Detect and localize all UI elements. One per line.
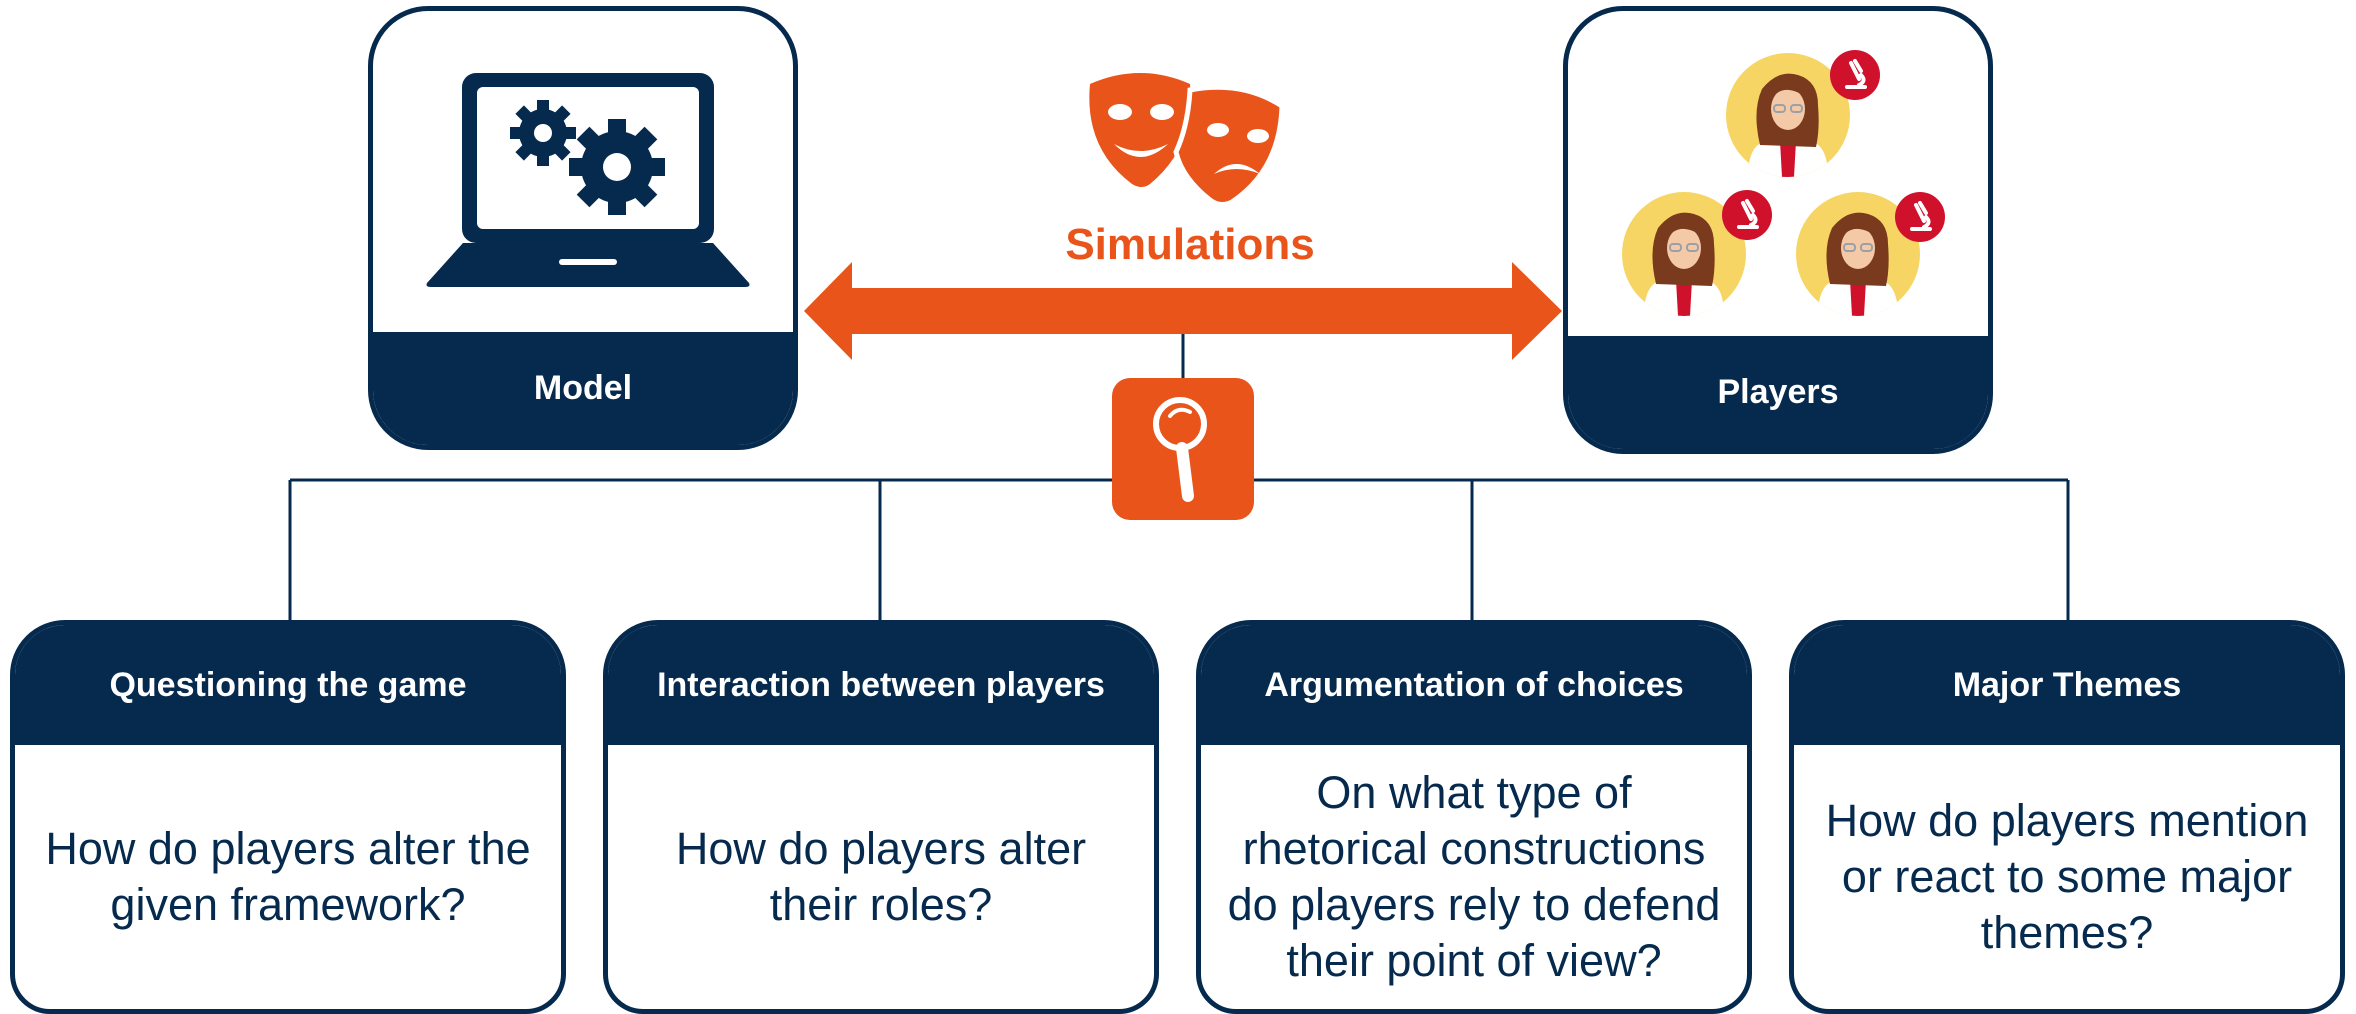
microscope-badge-icon [1720, 188, 1774, 242]
question-card-3: Argumentation of choices On what type of… [1196, 620, 1752, 1014]
question-title: Questioning the game [15, 625, 561, 745]
model-art [373, 11, 793, 332]
double-arrow-icon [804, 262, 1562, 360]
magnifier-icon [1153, 397, 1207, 502]
scientist-avatars-group [1568, 48, 1947, 346]
model-label: Model [373, 332, 793, 445]
question-card-4: Major Themes How do players mention or r… [1789, 620, 2345, 1014]
simulations-label: Simulations [1065, 220, 1315, 269]
question-body: How do players alter the given framework… [45, 822, 531, 930]
players-label: Players [1568, 336, 1988, 449]
question-body: How do players mention or react to some … [1825, 794, 2309, 959]
question-body: How do players alter their roles? [675, 822, 1087, 930]
laptop-gears-icon [426, 73, 750, 287]
question-title: Major Themes [1794, 625, 2340, 745]
players-art [1568, 11, 1988, 336]
question-body: On what type of rhetorical constructions… [1227, 766, 1721, 987]
question-card-1: Questioning the game How do players alte… [10, 620, 566, 1014]
question-title: Interaction between players [608, 625, 1154, 745]
players-card: Players [1563, 6, 1993, 454]
microscope-badge-icon [1828, 48, 1882, 102]
model-card: Model [368, 6, 798, 450]
question-title: Argumentation of choices [1201, 625, 1747, 745]
question-card-2: Interaction between players How do playe… [603, 620, 1159, 1014]
theater-masks-icon [1089, 73, 1285, 206]
magnifier-box [1112, 378, 1254, 520]
microscope-badge-icon [1893, 190, 1947, 244]
